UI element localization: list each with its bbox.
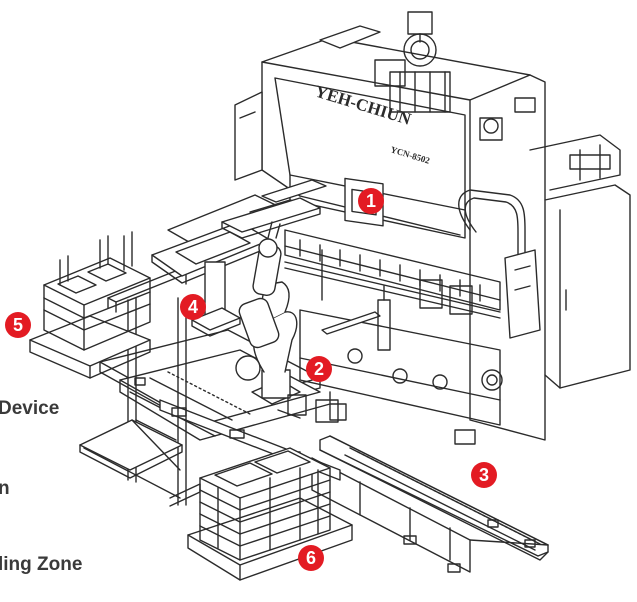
part-stack-pallet <box>187 447 353 581</box>
callout-1-press-brake: 1 <box>358 188 384 214</box>
callout-6-part-stack: 6 <box>298 545 324 571</box>
callout-2-robot: 2 <box>306 356 332 382</box>
press-brake-machine <box>234 11 631 445</box>
tooling-storage-rack <box>29 231 151 379</box>
bending-robot-arm <box>235 221 347 423</box>
robot-rail-track <box>311 435 549 573</box>
side-label-handling-zone: ling Zone <box>0 554 83 575</box>
gantry-tower <box>79 269 201 507</box>
side-label-station: n <box>0 478 10 499</box>
sheet-feeding-tray <box>221 179 327 239</box>
side-label-device: Device <box>0 398 60 419</box>
callout-4-pedestal: 4 <box>180 294 206 320</box>
callout-5-tool-rack: 5 <box>5 312 31 338</box>
callout-3-rail-track: 3 <box>471 462 497 488</box>
